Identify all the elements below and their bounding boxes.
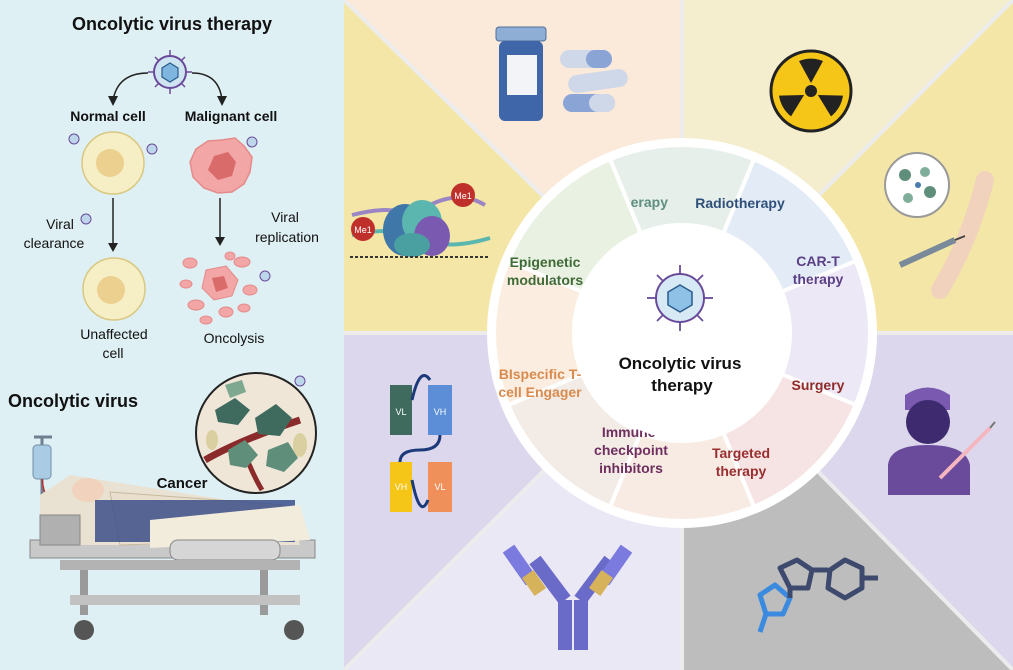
unaffected-cell-line1: Unaffected [80, 326, 147, 342]
histone-label-me1-b: Me1 [354, 225, 372, 235]
wheel-center [576, 227, 788, 439]
normal-cell-label: Normal cell [70, 108, 145, 124]
arrow-to-malignant [191, 72, 223, 101]
pill-bottle-icon [495, 26, 547, 121]
wheel-segment-label: CAR-T [796, 253, 840, 269]
radiation-icon [769, 49, 853, 133]
malignant-cell-icon [189, 137, 253, 194]
capsule-icon [560, 50, 628, 112]
arrow-to-normal [112, 72, 149, 101]
viral-replication-line1: Viral [271, 209, 299, 225]
therapy-wheel: ChemotherapyRadiotherapyCAR-TtherapySurg… [492, 143, 872, 523]
bispecific-label-vl-top: VL [395, 407, 406, 417]
antibody-icon [502, 544, 633, 650]
histone-icon [350, 183, 491, 258]
car-t-injection-icon [884, 152, 994, 299]
bispecific-label-vl-bottom: VL [434, 482, 445, 492]
oncolysis-label: Oncolysis [204, 330, 265, 346]
center-label-line1: Oncolytic virus [619, 354, 742, 373]
center-label-line2: therapy [651, 376, 713, 395]
viral-clearance-line2: clearance [24, 235, 85, 251]
cancer-label: Cancer [157, 475, 208, 492]
unaffected-cell-line2: cell [102, 345, 123, 361]
wheel-segment-label: checkpoint [594, 442, 668, 458]
histone-label-me1-a: Me1 [454, 191, 472, 201]
arrowhead-clearance [108, 243, 118, 252]
bispecific-label-vh-top: VH [434, 407, 447, 417]
wheel-segment-label: therapy [716, 463, 767, 479]
wheel-segment-label: therapy [793, 271, 844, 287]
viral-replication-line2: replication [255, 229, 319, 245]
wheel-segment [505, 156, 644, 295]
arrowhead-replication [215, 237, 225, 246]
wheel-segment-label: modulators [507, 272, 583, 288]
malignant-cell-label: Malignant cell [185, 108, 278, 124]
unaffected-cell-icon [82, 257, 146, 321]
left-panel-title: Oncolytic virus therapy [72, 14, 272, 34]
arrowhead-malignant [217, 96, 227, 106]
patient-bed-icon [29, 435, 316, 640]
oncolytic-virus-label: Oncolytic virus [8, 391, 138, 411]
wheel-segment-label: Epigenetic [510, 254, 581, 270]
center-virus-icon [647, 265, 713, 331]
viral-clearance-line1: Viral [46, 216, 74, 232]
bispecific-label-vh-bottom: VH [395, 482, 408, 492]
bispecific-engager-icon [390, 374, 452, 512]
arrowhead-normal [108, 96, 118, 106]
wheel-segment-label: Surgery [792, 377, 845, 393]
virus-icon [148, 50, 192, 94]
wheel-segment-label: Radiotherapy [695, 195, 785, 211]
small-virus-icon [68, 133, 306, 387]
surgeon-icon [888, 387, 996, 495]
molecule-icon [757, 557, 878, 633]
normal-cell-icon [81, 131, 145, 195]
cancer-tissue-icon [195, 372, 317, 494]
wheel-segment-label: inhibitors [599, 460, 663, 476]
wheel-segment-label: cell Engager [498, 384, 582, 400]
wheel-segment-label: Targeted [712, 445, 770, 461]
oncolysis-fragments-icon [179, 251, 258, 325]
wheel-segment-label: BIspecific T- [499, 366, 582, 382]
